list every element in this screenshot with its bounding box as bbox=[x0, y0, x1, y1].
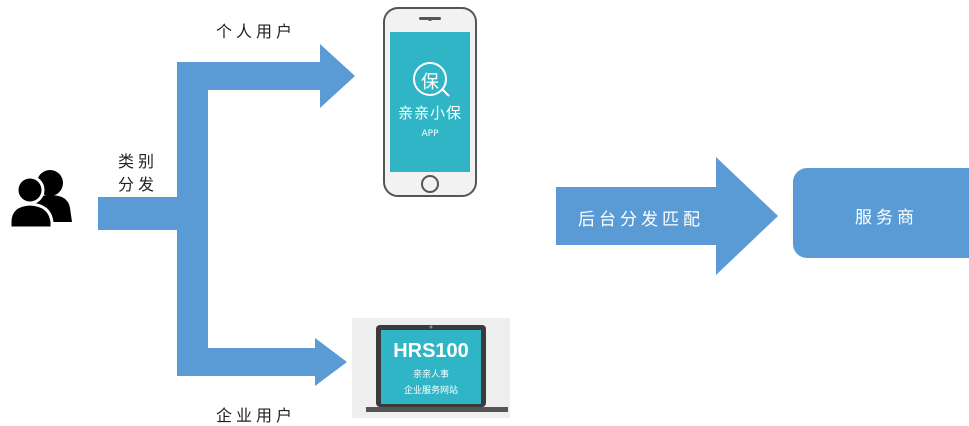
brand-logo: HRS100 bbox=[393, 340, 469, 362]
category-label-line2: 分发 bbox=[118, 175, 159, 194]
app-name: 亲亲小保 bbox=[397, 104, 462, 122]
category-label-line1: 类别 bbox=[118, 152, 159, 171]
backend-match-label: 后台分发匹配 bbox=[578, 210, 704, 230]
app-logo-glyph: 保 bbox=[421, 72, 439, 93]
users-group-icon bbox=[8, 170, 72, 230]
enterprise-user-label: 企业用户 bbox=[216, 406, 297, 425]
personal-user-label: 个人用户 bbox=[216, 22, 297, 41]
website-caption: 企业服务网站 bbox=[403, 386, 458, 396]
laptop-screen: HRS100 亲亲人事 企业服务网站 bbox=[381, 330, 481, 404]
app-tag: APP bbox=[421, 129, 439, 139]
laptop-icon bbox=[352, 318, 510, 418]
provider-box bbox=[793, 168, 969, 258]
brand-subtitle: 亲亲人事 bbox=[412, 370, 449, 380]
phone-screen: 保 亲亲小保 APP bbox=[390, 32, 470, 172]
category-split-arrows bbox=[98, 44, 355, 386]
provider-label: 服务商 bbox=[855, 208, 918, 228]
smartphone-icon bbox=[383, 7, 477, 197]
backend-match-arrow bbox=[556, 157, 778, 275]
